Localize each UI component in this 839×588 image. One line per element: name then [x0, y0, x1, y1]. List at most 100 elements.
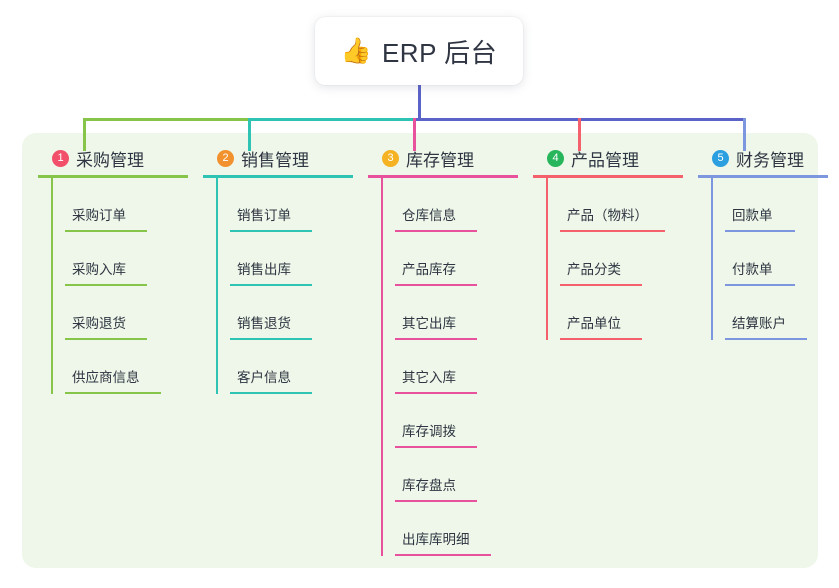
list-item-underline — [395, 284, 477, 286]
column-underline-1 — [38, 175, 188, 178]
root-node-card[interactable]: 👍 ERP 后台 — [315, 17, 523, 85]
list-item[interactable]: 仓库信息 — [382, 178, 518, 232]
list-item-underline — [725, 230, 795, 232]
diagram-panel — [22, 133, 818, 568]
column-spine-2 — [216, 178, 218, 394]
column-产品管理: 4 产品管理产品（物料） 产品分类产品单位 — [533, 146, 683, 340]
list-item-underline — [65, 284, 147, 286]
column-badge-4: 4 — [547, 149, 564, 167]
list-item-label: 结算账户 — [732, 316, 786, 331]
list-item-label: 采购订单 — [72, 208, 126, 223]
list-item[interactable]: 其它出库 — [382, 286, 518, 340]
column-title-2: 销售管理 — [241, 150, 309, 170]
connector-stub-5 — [743, 118, 746, 151]
list-item[interactable]: 供应商信息 — [52, 340, 188, 394]
list-item-label: 销售退货 — [237, 316, 291, 331]
list-item-label: 仓库信息 — [402, 208, 456, 223]
list-item-underline — [395, 554, 491, 556]
list-item[interactable]: 付款单 — [712, 232, 828, 286]
list-item-underline — [230, 338, 312, 340]
column-items-5: 回款单付款单结算账户 — [698, 178, 828, 340]
list-item[interactable]: 销售订单 — [217, 178, 353, 232]
column-header-1[interactable]: 1 采购管理 — [38, 146, 188, 170]
column-badge-5: 5 — [712, 149, 729, 167]
list-item[interactable]: 销售退货 — [217, 286, 353, 340]
column-items-4: 产品（物料） 产品分类产品单位 — [533, 178, 683, 340]
list-item-label: 产品（物料） — [567, 208, 648, 223]
list-item-underline — [560, 338, 642, 340]
list-item-underline — [65, 230, 147, 232]
column-underline-2 — [203, 175, 353, 178]
column-财务管理: 5 财务管理回款单付款单结算账户 — [698, 146, 828, 340]
list-item[interactable]: 采购退货 — [52, 286, 188, 340]
list-item[interactable]: 库存调拨 — [382, 394, 518, 448]
list-item[interactable]: 产品（物料） — [547, 178, 683, 232]
column-title-1: 采购管理 — [76, 150, 144, 170]
connector-stub-3 — [413, 118, 416, 151]
column-underline-3 — [368, 175, 518, 178]
list-item[interactable]: 采购入库 — [52, 232, 188, 286]
column-badge-3: 3 — [382, 149, 399, 167]
list-item-underline — [395, 500, 477, 502]
column-spine-3 — [381, 178, 383, 556]
list-item-label: 产品库存 — [402, 262, 456, 277]
column-items-3: 仓库信息产品库存其它出库其它入库库存调拨库存盘点出库库明细 — [368, 178, 518, 556]
list-item-label: 客户信息 — [237, 370, 291, 385]
column-title-3: 库存管理 — [406, 150, 474, 170]
column-items-1: 采购订单采购入库采购退货供应商信息 — [38, 178, 188, 394]
list-item[interactable]: 产品库存 — [382, 232, 518, 286]
list-item[interactable]: 采购订单 — [52, 178, 188, 232]
list-item-underline — [395, 392, 477, 394]
list-item-underline — [395, 230, 477, 232]
list-item-label: 其它入库 — [402, 370, 456, 385]
list-item-underline — [65, 338, 147, 340]
column-spine-5 — [711, 178, 713, 340]
list-item-label: 采购入库 — [72, 262, 126, 277]
connector-segment-2 — [248, 118, 414, 121]
column-header-3[interactable]: 3 库存管理 — [368, 146, 518, 170]
column-spine-4 — [546, 178, 548, 340]
list-item-label: 付款单 — [732, 262, 773, 277]
list-item-label: 库存盘点 — [402, 478, 456, 493]
column-库存管理: 3 库存管理仓库信息产品库存其它出库其它入库库存调拨库存盘点出库库明细 — [368, 146, 518, 556]
column-title-4: 产品管理 — [571, 150, 639, 170]
list-item-underline — [395, 446, 477, 448]
list-item-label: 供应商信息 — [72, 370, 140, 385]
list-item[interactable]: 库存盘点 — [382, 448, 518, 502]
connector-stub-2 — [248, 118, 251, 151]
column-header-5[interactable]: 5 财务管理 — [698, 146, 828, 170]
list-item-label: 出库库明细 — [402, 532, 470, 547]
list-item-label: 产品分类 — [567, 262, 621, 277]
list-item-underline — [560, 284, 642, 286]
list-item[interactable]: 结算账户 — [712, 286, 828, 340]
list-item[interactable]: 客户信息 — [217, 340, 353, 394]
list-item-underline — [560, 230, 665, 232]
column-采购管理: 1 采购管理采购订单采购入库采购退货供应商信息 — [38, 146, 188, 394]
list-item-label: 回款单 — [732, 208, 773, 223]
column-spine-1 — [51, 178, 53, 394]
list-item-label: 销售订单 — [237, 208, 291, 223]
thumbs-up-icon: 👍 — [340, 36, 372, 65]
list-item[interactable]: 销售出库 — [217, 232, 353, 286]
column-badge-1: 1 — [52, 149, 69, 167]
column-title-5: 财务管理 — [736, 150, 804, 170]
list-item[interactable]: 产品分类 — [547, 232, 683, 286]
list-item[interactable]: 回款单 — [712, 178, 828, 232]
list-item[interactable]: 产品单位 — [547, 286, 683, 340]
connector-stub-1 — [83, 118, 86, 151]
root-vertical-connector — [418, 85, 421, 121]
list-item[interactable]: 出库库明细 — [382, 502, 518, 556]
list-item-underline — [65, 392, 161, 394]
connector-stub-4 — [578, 118, 581, 151]
column-items-2: 销售订单销售出库销售退货客户信息 — [203, 178, 353, 394]
list-item-underline — [725, 338, 807, 340]
connector-segment-1 — [83, 118, 249, 121]
column-underline-4 — [533, 175, 683, 178]
list-item-underline — [395, 338, 477, 340]
list-item-label: 其它出库 — [402, 316, 456, 331]
list-item[interactable]: 其它入库 — [382, 340, 518, 394]
list-item-underline — [230, 284, 312, 286]
column-header-4[interactable]: 4 产品管理 — [533, 146, 683, 170]
